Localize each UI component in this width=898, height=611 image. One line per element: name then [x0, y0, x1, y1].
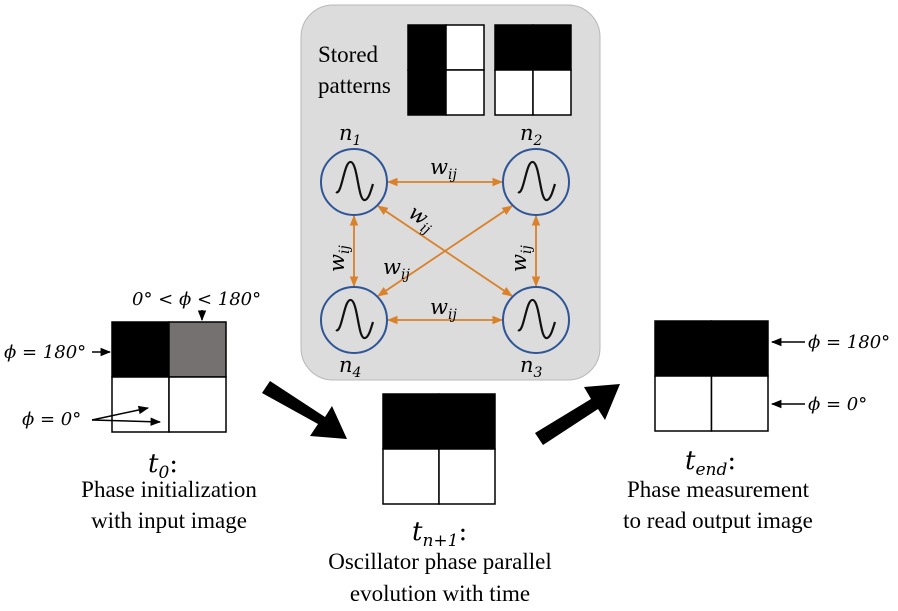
- pattern-a-cell-0: [407, 24, 447, 71]
- pattern-a-cell-1: [445, 24, 485, 71]
- sine-wave-icon: [334, 298, 375, 340]
- time-label-t0: t0:: [148, 449, 178, 483]
- time-label-tn1: tn+1:: [412, 517, 467, 551]
- oscillator-circle-n4: [320, 286, 388, 354]
- grid-tend-cell-0: [654, 320, 713, 377]
- coupling-n2-n4: [377, 205, 513, 297]
- stored-patterns-label-line2: patterns: [318, 73, 391, 98]
- grid-t0-cell-2: [111, 376, 170, 433]
- annot-t0-180: ϕ = 180°: [4, 342, 86, 363]
- node-label-n1: n1: [339, 121, 361, 149]
- annot-t0-0: ϕ = 0°: [22, 409, 81, 430]
- caption-t0-line2: with input image: [91, 508, 247, 533]
- oscillator-circle-n1: [320, 148, 388, 216]
- grid-t0-cell-3: [168, 376, 227, 433]
- grid-tn1-cell-1: [438, 393, 496, 450]
- oscillator-n2: [502, 148, 570, 216]
- oscillator-n3: [502, 286, 570, 354]
- oscillator-n4: [320, 286, 388, 354]
- node-labels: n1 n2 n4 n3: [339, 121, 543, 381]
- grid-tn1: [382, 393, 496, 505]
- node-label-n2: n2: [520, 121, 543, 149]
- node-label-n4: n4: [339, 353, 361, 381]
- caption-t0-line1: Phase initialization: [81, 477, 257, 502]
- caption-tend-line2: to read output image: [623, 508, 813, 533]
- caption-tn1-line1: Oscillator phase parallel: [328, 549, 552, 574]
- stored-pattern-b: [494, 24, 572, 116]
- stored-pattern-a: [407, 24, 485, 116]
- sine-wave-icon: [334, 160, 375, 202]
- oscillator-nodes: [320, 148, 570, 354]
- time-label-tend: tend:: [685, 446, 736, 480]
- sine-wave-icon: [516, 160, 557, 202]
- weight-label-left: wij: [325, 245, 353, 272]
- grid-tend-cell-3: [710, 375, 769, 432]
- node-label-n3: n3: [520, 353, 543, 381]
- pattern-a-cell-2: [407, 69, 447, 116]
- annot-t0-range: 0° < ϕ < 180°: [132, 289, 261, 310]
- annot-tend-0: ϕ = 0°: [808, 394, 867, 415]
- weight-label-top: wij: [430, 155, 457, 183]
- oscillator-circle-n2: [502, 148, 570, 216]
- weight-label-bottom: wij: [430, 295, 457, 323]
- oscillator-circle-n3: [502, 286, 570, 354]
- arrow-t0-to-tn1: [262, 381, 347, 439]
- arrow-t0-0a: [91, 405, 150, 421]
- coupling-arrows: [349, 177, 541, 325]
- arrow-tn1-to-tend: [535, 384, 620, 445]
- grid-tn1-cell-3: [438, 448, 496, 505]
- grid-tend-cell-1: [710, 320, 769, 377]
- annot-tend-180: ϕ = 180°: [808, 332, 890, 353]
- pattern-a-cell-3: [445, 69, 485, 116]
- stored-patterns-label-line1: Stored: [318, 42, 379, 67]
- grid-tend: [654, 320, 769, 432]
- grid-tend-cell-2: [654, 375, 713, 432]
- grid-t0-cell-0: [111, 321, 170, 378]
- pattern-b-cell-2: [494, 69, 534, 116]
- grid-t0-cell-1: [168, 321, 227, 378]
- pattern-b-cell-1: [532, 24, 572, 71]
- sine-wave-icon: [516, 298, 557, 340]
- grid-tn1-cell-0: [382, 393, 440, 450]
- pattern-b-cell-3: [532, 69, 572, 116]
- arrow-t0-0b: [91, 417, 162, 426]
- pattern-b-cell-0: [494, 24, 534, 71]
- weight-label-right: wij: [507, 245, 535, 272]
- oscillator-n1: [320, 148, 388, 216]
- grid-tn1-cell-2: [382, 448, 440, 505]
- caption-tend-line1: Phase measurement: [627, 477, 810, 502]
- caption-tn1-line2: evolution with time: [350, 581, 530, 606]
- grid-t0: [111, 321, 227, 433]
- weight-label-diag2: wij: [383, 255, 410, 283]
